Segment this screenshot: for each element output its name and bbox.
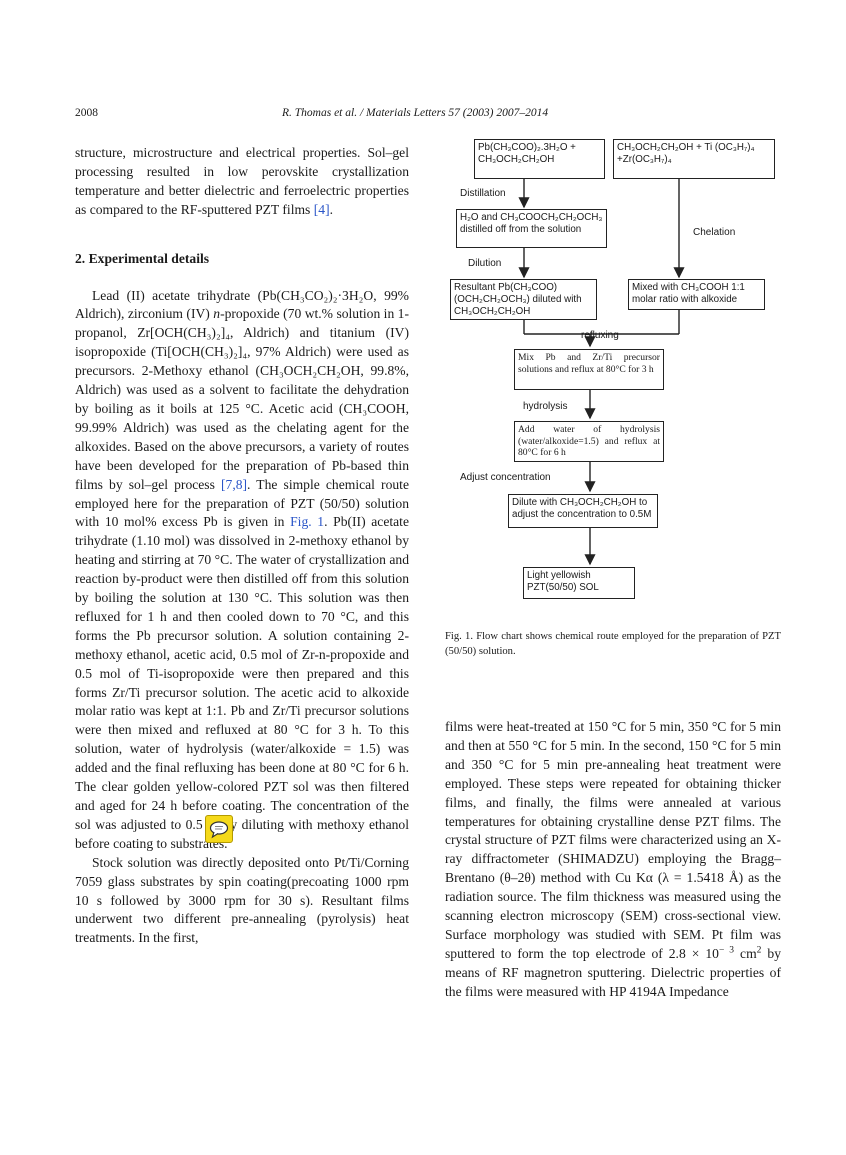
fig-1-link[interactable]: Fig. 1: [290, 514, 325, 530]
flow-box-add-water: Add water of hydrolysis (water/alkoxide=…: [514, 421, 664, 462]
comment-annotation-icon[interactable]: [205, 815, 233, 843]
flow-box-ti-zr-precursor: CH₃OCH₂CH₂OH + Ti (OC₃H₇)₄ +Zr(OC₃H₇)₄: [613, 139, 775, 179]
page-number: 2008: [75, 107, 98, 119]
intro-paragraph-end: structure, microstructure and electrical…: [75, 145, 409, 217]
annealing-paragraph: films were heat-treated at 150 °C for 5 …: [445, 719, 781, 999]
figure-1-flowchart: Pb(CH₃COO)₂.3H₂O + CH₃OCH₂CH₂OH CH₃OCH₂C…: [445, 134, 785, 604]
running-title: R. Thomas et al. / Materials Letters 57 …: [282, 107, 549, 119]
deposition-paragraph: Stock solution was directly deposited on…: [75, 854, 409, 946]
label-distillation: Distillation: [460, 188, 506, 199]
flow-box-dilute: Dilute with CH₃OCH₂CH₂OH to adjust the c…: [508, 494, 658, 528]
flow-box-pzt-sol: Light yellowish PZT(50/50) SOL: [523, 567, 635, 599]
label-adjust-concentration: Adjust concentration: [460, 472, 551, 483]
right-column: films were heat-treated at 150 °C for 5 …: [445, 718, 781, 1002]
ref-link-4[interactable]: [4]: [313, 201, 330, 217]
label-chelation: Chelation: [693, 227, 736, 238]
flow-box-mixed-acetic: Mixed with CH₃COOH 1:1 molar ratio with …: [628, 279, 765, 310]
left-column: structure, microstructure and electrical…: [75, 144, 409, 948]
flow-box-distilled: H₂O and CH₃COOCH₂CH₂OCH₃ distilled off f…: [456, 209, 607, 248]
flow-box-pb-acetate: Pb(CH₃COO)₂.3H₂O + CH₃OCH₂CH₂OH: [474, 139, 605, 179]
flow-box-mix-reflux: Mix Pb and Zr/Ti precursor solutions and…: [514, 349, 664, 390]
ref-link-7-8[interactable]: [7,8]: [221, 476, 248, 492]
section-heading: 2. Experimental details: [75, 250, 210, 266]
flow-box-resultant-pb: Resultant Pb(CH₃COO) (OCH₂CH₂OCH₃) dilut…: [450, 279, 597, 320]
figure-1-caption: Fig. 1. Flow chart shows chemical route …: [445, 631, 781, 657]
label-hydrolysis: hydrolysis: [523, 401, 568, 412]
label-refluxing: refluxing: [581, 330, 619, 341]
flowchart-arrows: [518, 179, 685, 566]
label-dilution: Dilution: [468, 258, 502, 269]
experimental-paragraph: Lead (II) acetate trihydrate (Pb(CH₃CO₂)…: [75, 287, 410, 851]
